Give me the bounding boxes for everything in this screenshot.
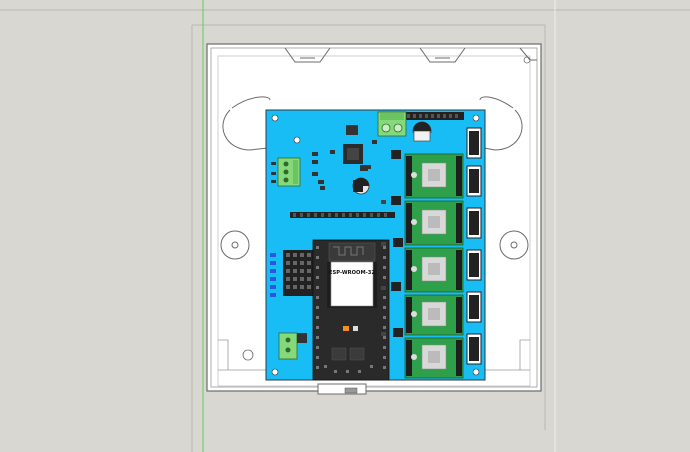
power-terminal-block [377, 111, 407, 137]
stepper-driver-3 [404, 247, 464, 293]
esp32-devkit: ESP-WROOM-32 [312, 239, 390, 381]
stepper-driver-4 [404, 294, 464, 336]
left-terminal-block [277, 157, 301, 187]
module-label: ESP-WROOM-32 [329, 270, 375, 276]
stepper-driver-2 [404, 200, 464, 246]
stepper-driver-1 [404, 153, 464, 199]
stepper-driver-5 [404, 337, 464, 379]
bottom-terminal-block [278, 332, 307, 360]
stepper-drivers [404, 153, 464, 379]
pcb-board: ESP-WROOM-32 [265, 109, 486, 381]
jumper-pin-headers [270, 250, 313, 297]
